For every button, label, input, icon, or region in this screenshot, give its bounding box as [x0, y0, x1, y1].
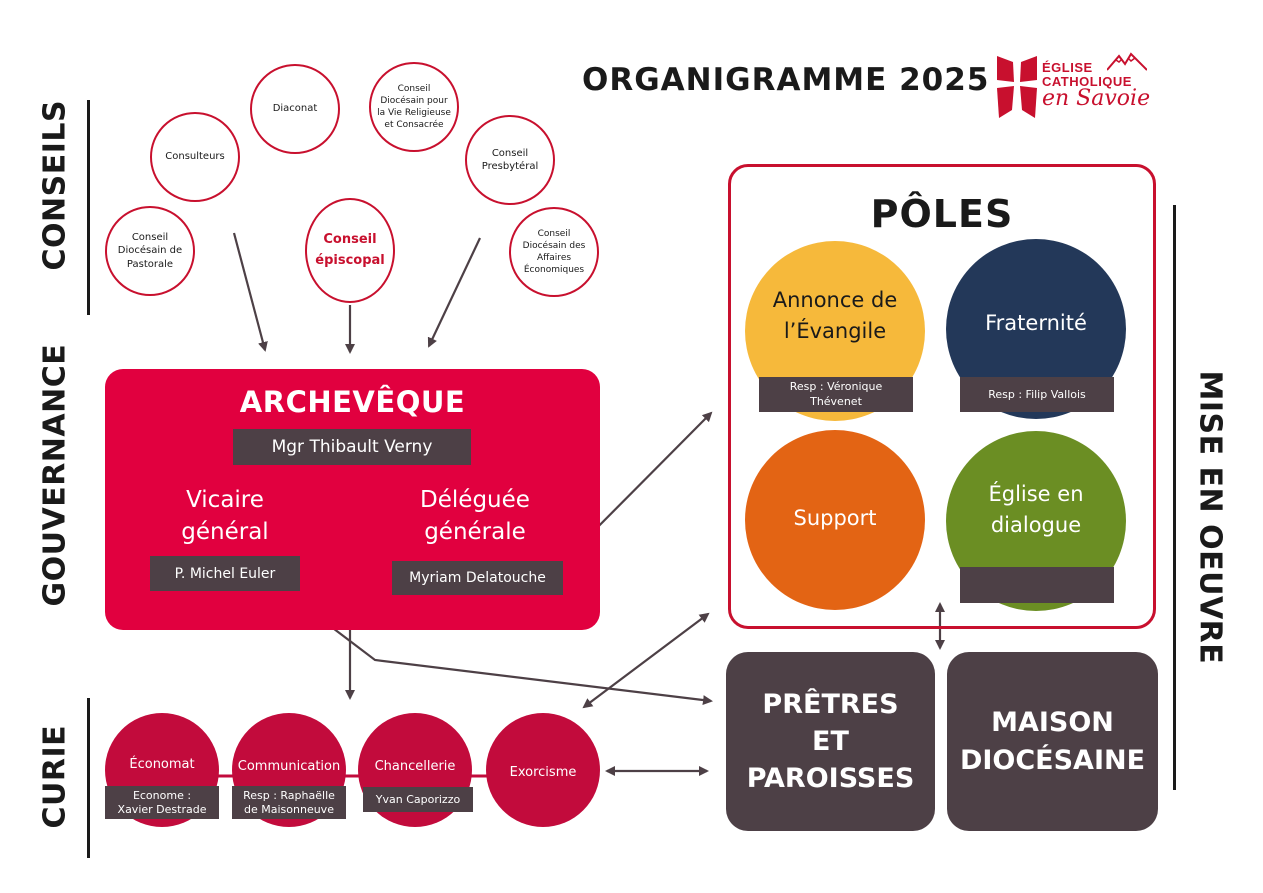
curie-exorcisme [486, 713, 600, 827]
council-vie-religieuse-label: Conseil Diocésain pour la Vie Religieuse… [377, 83, 451, 131]
curie-economat-person: Econome : Xavier Destrade [105, 786, 219, 819]
council-consulteurs-label: Consulteurs [165, 151, 225, 163]
deleguee-title: Déléguée générale [420, 487, 530, 546]
pole-dialogue-label: Église en dialogue [988, 481, 1084, 538]
arrow-exorcisme-poles [582, 612, 710, 709]
curie-communication-label: Communication [237, 759, 341, 774]
council-pastorale-label: Conseil Diocésain de Pastorale [117, 231, 183, 270]
council-affaires-economiques: Conseil Diocésain des Affaires Économiqu… [509, 207, 599, 297]
council-pastorale: Conseil Diocésain de Pastorale [105, 206, 195, 296]
vicaire-name: P. Michel Euler [150, 556, 300, 591]
curie-exorcisme-label: Exorcisme [509, 765, 577, 780]
curie-economat-label: Économat [129, 757, 195, 772]
section-label-curie: CURIE [37, 724, 73, 829]
council-episcopal: Conseil épiscopal [305, 198, 395, 303]
pole-support-label: Support [793, 506, 877, 531]
arrow-presbyteral-to-archeveque [427, 237, 481, 348]
mise-en-oeuvre-divider [1173, 205, 1176, 790]
logo-text-savoie: en Savoie [1042, 86, 1151, 111]
council-vie-religieuse: Conseil Diocésain pour la Vie Religieuse… [369, 62, 459, 152]
poles-box [728, 164, 1156, 629]
cross-logo-icon [997, 56, 1037, 118]
vicaire-title: Vicaire général [181, 487, 269, 546]
pole-annonce-resp: Resp : Véronique Thévenet [759, 377, 913, 412]
council-diaconat-label: Diaconat [272, 103, 318, 115]
page-title: ORGANIGRAMME 2025 [582, 62, 990, 98]
pole-support: Support [745, 430, 925, 610]
deleguee-name: Myriam Delatouche [392, 561, 563, 595]
mountain-icon [1107, 52, 1147, 71]
curie-divider [87, 698, 90, 858]
curie-communication-person: Resp : Raphaëlle de Maisonneuve [232, 786, 346, 819]
section-label-gouvernance: GOUVERNANCE [37, 343, 73, 607]
pole-annonce-label: Annonce de l’Évangile [772, 287, 898, 344]
pretres-paroisses-box: PRÊTRES ET PAROISSES [726, 652, 935, 831]
pole-dialogue-resp [960, 567, 1114, 603]
logo: ÉGLISE CATHOLIQUE en Savoie [995, 50, 1165, 122]
conseils-divider [87, 100, 90, 315]
curie-chancellerie-person: Yvan Caporizzo [363, 787, 473, 812]
logo-text-eglise: ÉGLISE [1042, 60, 1093, 75]
council-presbyteral: Conseil Presbytéral [465, 115, 555, 205]
council-presbyteral-label: Conseil Presbytéral [481, 147, 539, 173]
council-episcopal-label: Conseil épiscopal [315, 232, 385, 268]
archbishop-name: Mgr Thibault Verny [233, 429, 471, 465]
archeveque-title: ARCHEVÊQUE [239, 385, 466, 419]
maison-diocesaine-box: MAISON DIOCÉSAINE [947, 652, 1158, 831]
council-diaconat: Diaconat [250, 64, 340, 154]
section-label-conseils: CONSEILS [37, 99, 73, 271]
poles-title: PÔLES [870, 192, 1014, 236]
arrow-consulteurs-to-archeveque [232, 232, 268, 352]
logo-text-catholique: CATHOLIQUE [1042, 74, 1132, 89]
council-affaires-economiques-label: Conseil Diocésain des Affaires Économiqu… [522, 228, 586, 276]
pole-fraternite-resp: Resp : Filip Vallois [960, 377, 1114, 412]
council-consulteurs: Consulteurs [150, 112, 240, 202]
pole-fraternite-label: Fraternité [985, 311, 1087, 336]
curie-chancellerie-label: Chancellerie [374, 759, 456, 774]
section-label-mise-en-oeuvre: MISE EN OEUVRE [1192, 370, 1228, 665]
